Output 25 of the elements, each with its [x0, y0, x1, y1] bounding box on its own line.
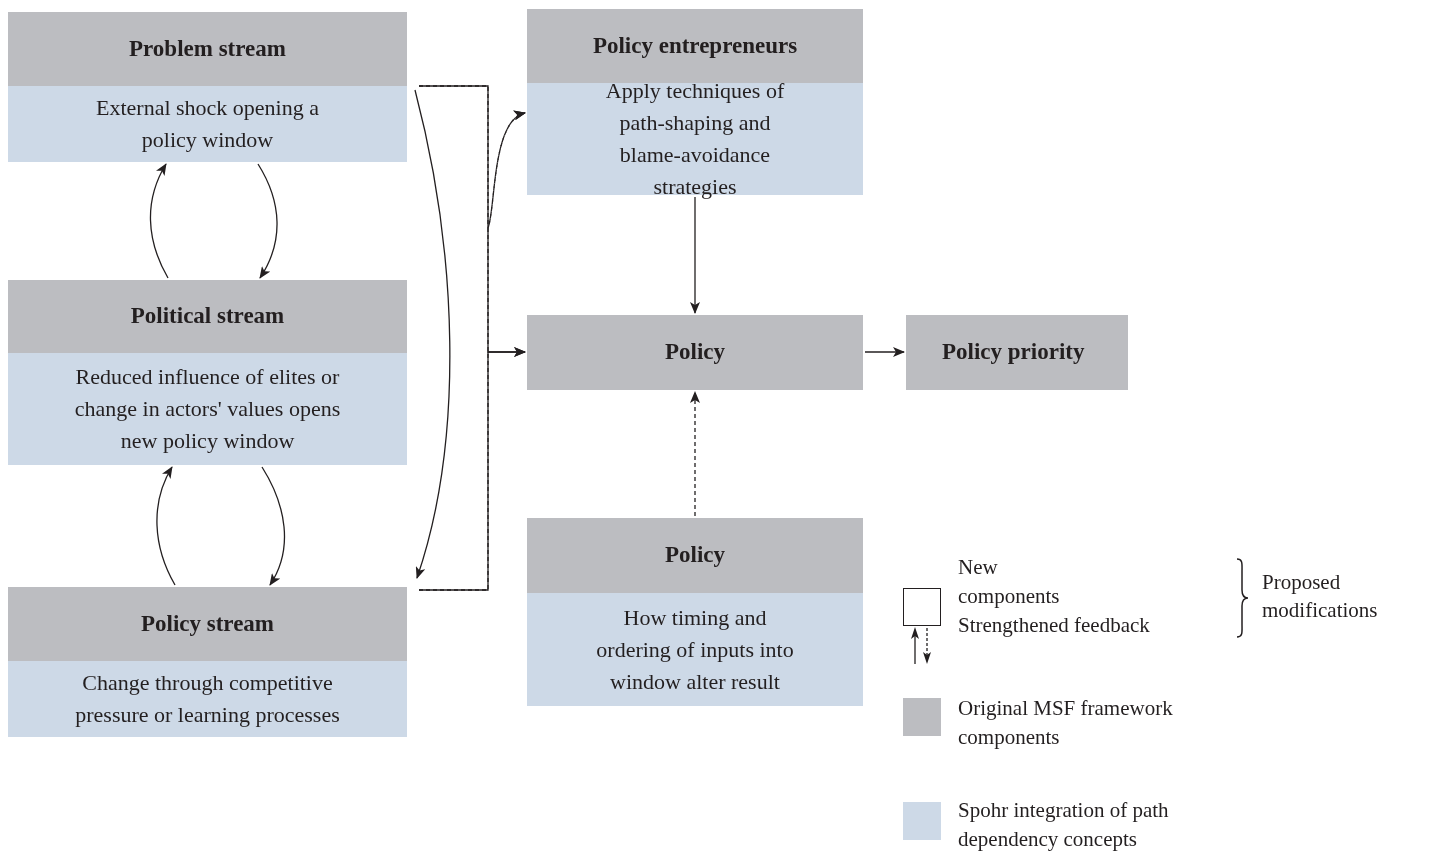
- arrow: [414, 89, 451, 579]
- header-band: Political stream: [8, 280, 407, 353]
- header-band: Policy stream: [8, 587, 407, 661]
- description-band: Reduced influence of elites or change in actors' values opens new policy window: [8, 353, 407, 465]
- description-band: Change through competitive pressure or learning processes: [8, 661, 407, 737]
- legend-text: Original MSF framework components: [958, 695, 1174, 751]
- arrow: [156, 466, 176, 586]
- dashed-arrow: [418, 112, 526, 591]
- arrow: [149, 163, 169, 279]
- header-band: Policy: [527, 518, 863, 593]
- legend-text: Strengthened feedback: [958, 612, 1151, 639]
- bracket-label: Proposed modifications: [1262, 569, 1379, 624]
- legend-text: New components: [958, 554, 1061, 610]
- arrow: [690, 196, 700, 314]
- description-band: How timing and ordering of inputs into window alter result: [527, 593, 863, 706]
- header-band: Policy: [527, 315, 863, 390]
- header-band: Policy entrepreneurs: [527, 9, 863, 83]
- description-band: External shock opening a policy window: [8, 86, 407, 162]
- header-band: Problem stream: [8, 12, 407, 86]
- arrow: [261, 466, 286, 586]
- header-band: Policy priority: [906, 315, 1128, 390]
- arrow: [257, 163, 278, 279]
- legend-text: Spohr integration of path dependency concepts: [958, 797, 1170, 853]
- arrow: [864, 347, 905, 357]
- dashed-arrow: [690, 391, 700, 517]
